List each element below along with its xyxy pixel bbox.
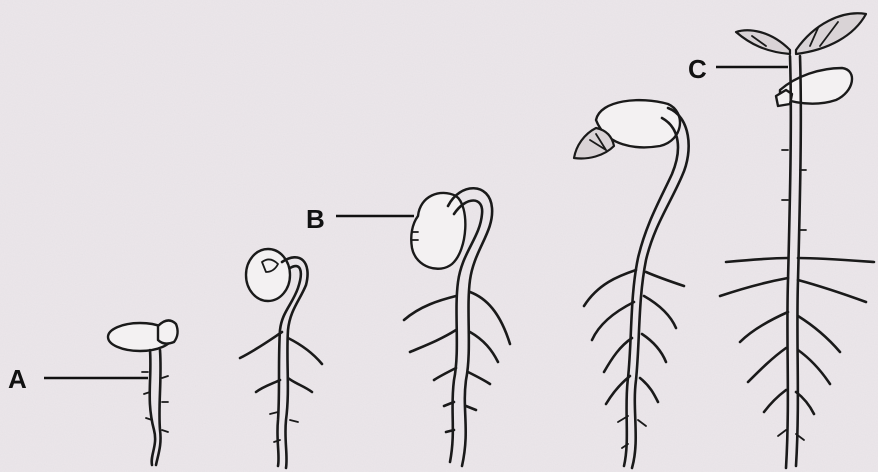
seed-2 bbox=[246, 249, 290, 301]
seed-coat-tip-1 bbox=[158, 320, 178, 343]
label-b: B bbox=[306, 204, 325, 234]
label-a: A bbox=[8, 364, 27, 394]
label-c: C bbox=[688, 54, 707, 84]
